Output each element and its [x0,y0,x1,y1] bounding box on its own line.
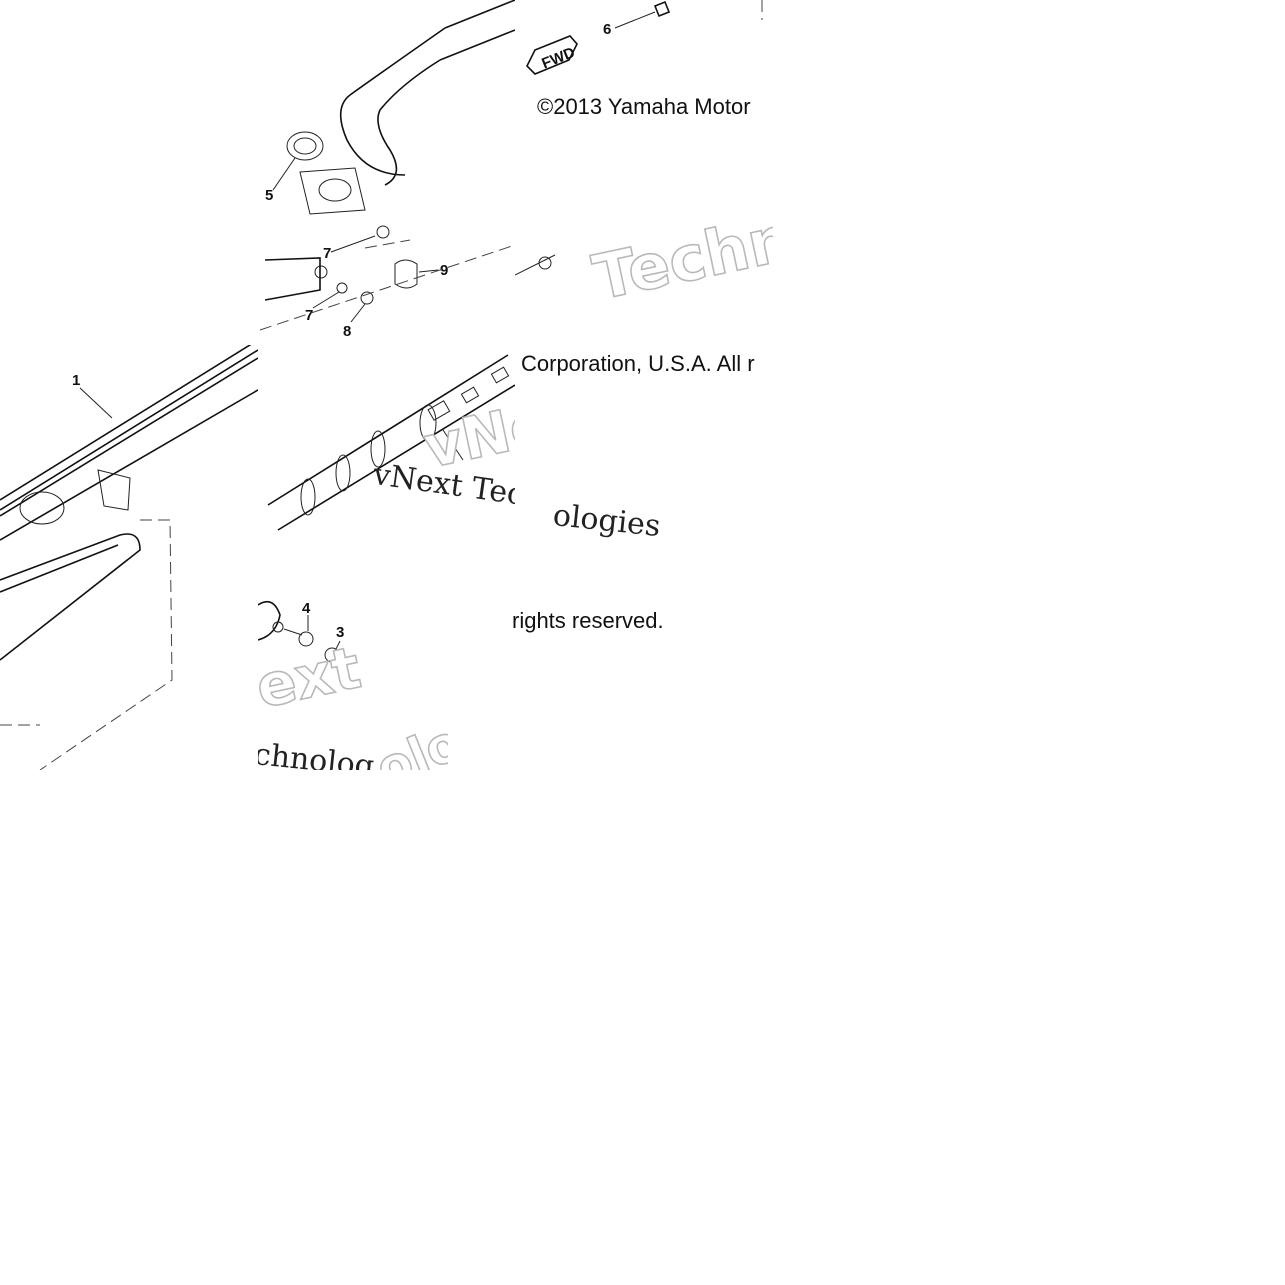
tile-fwd-arrow: FWD 6 [515,0,773,90]
callout-7a: 7 [323,245,331,262]
muffler-drawing: 1 [0,339,258,770]
tile-baffle: vNe ologies vNext Tec [258,345,515,595]
callout-8: 8 [343,323,351,340]
tile-watermark-techno: Techno [515,185,773,345]
nuts-drawing: 4 3 [258,600,344,663]
copyright-part-3: rights reserved. [512,608,664,633]
callout-5: 5 [265,187,273,204]
copyright-part-1: ©2013 Yamaha Motor [537,94,751,119]
callout-1: 1 [72,372,80,389]
tile-header-pipe: 5 7 9 7 8 vNe [235,0,515,345]
copyright-part-2: Corporation, U.S.A. All r [521,351,755,376]
pipe-edge-drawing [515,254,556,276]
watermark-serif-ologies: ologies [551,498,663,545]
tile-nuts: 4 3 ext ologies chnolog [258,595,448,770]
fwd-label: FWD [539,44,577,73]
fwd-arrow-drawing: FWD 6 [526,0,763,75]
header-pipe-drawing: 5 7 9 7 8 [259,0,515,340]
tile-muffler-left: 1 [0,330,258,770]
callout-3: 3 [336,624,344,641]
callout-4: 4 [302,600,311,617]
callout-7b: 7 [305,307,313,324]
baffle-drawing [267,354,515,531]
callout-6: 6 [603,21,611,38]
callout-9: 9 [440,262,448,279]
